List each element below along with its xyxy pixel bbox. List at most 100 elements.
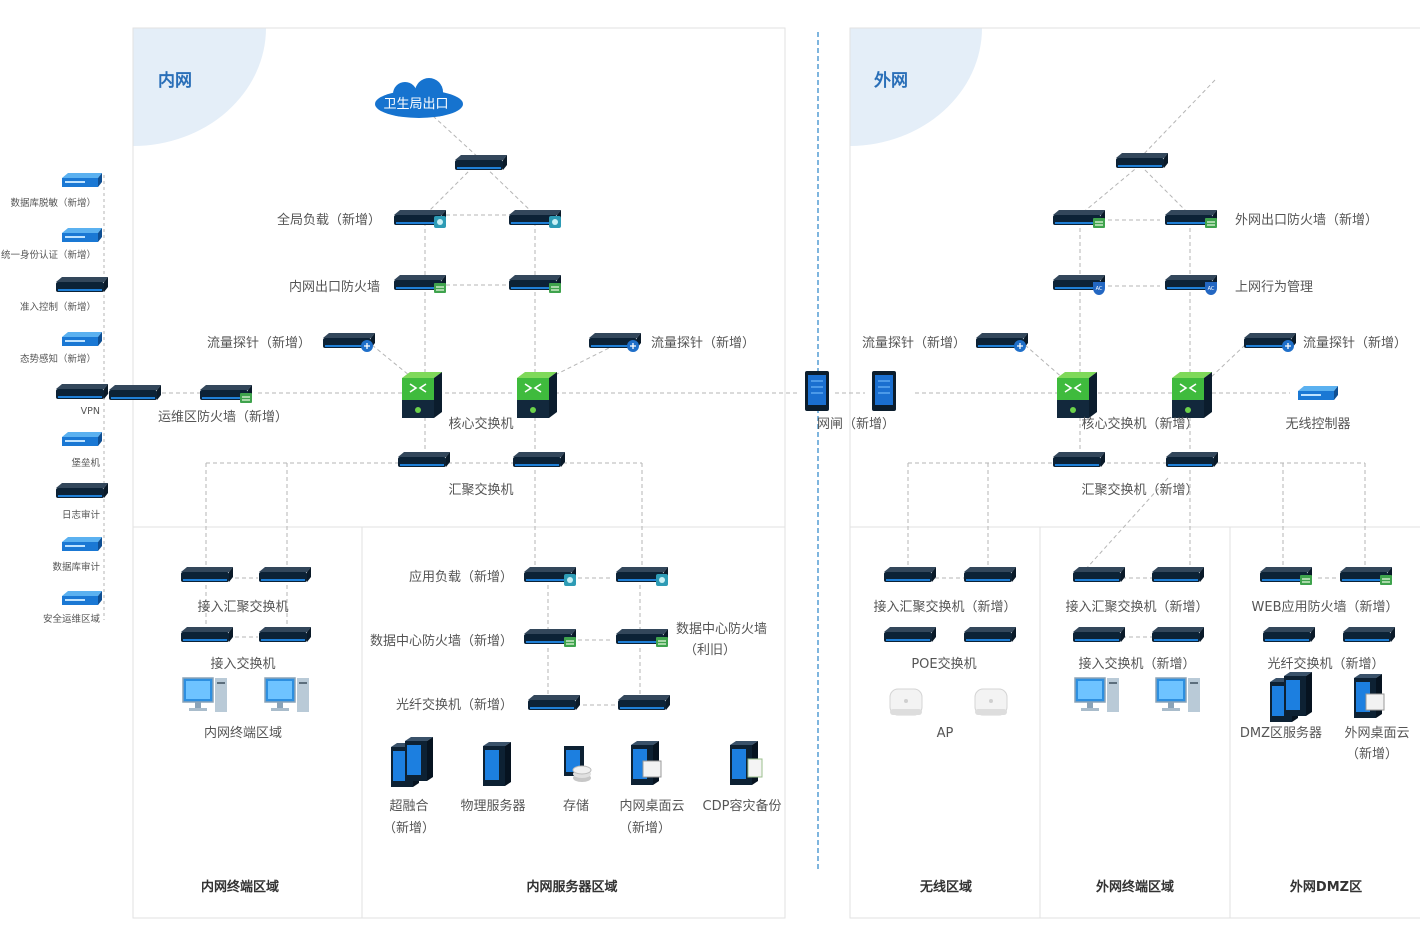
extranet-vdi-icon [1354,674,1385,718]
extranet-probe-left-label: 流量探针（新增） [862,335,966,351]
dmz-server-icon [1270,672,1312,722]
extranet-exit-router-icon [1116,153,1168,168]
physical-server-icon [483,742,511,786]
sec-label-5: 堡垒机 [71,457,100,469]
poe-switch-label: POE交换机 [911,656,976,672]
fiber-label: 光纤交换机（新增） [396,697,513,713]
intranet-agg-label: 汇聚交换机 [448,482,513,498]
behavior-mgmt-label: 上网行为管理 [1235,280,1313,295]
extranet-pc-icon-2 [1155,677,1201,713]
extranet-core-switch-icon-1 [1056,371,1098,419]
wireless-access-agg-icon-2 [964,567,1016,582]
intranet-core-switch-icon-2 [516,371,558,419]
intranet-access-agg-icon-2 [259,567,311,582]
intranet-access-agg-icon-1 [181,567,233,582]
hci-label-2: （新增） [383,820,435,836]
extranet-exit-fw-label: 外网出口防火墙（新增） [1235,212,1378,228]
extranet-vdi-label-2: （新增） [1346,746,1398,762]
wireless-controller-icon [1298,386,1338,400]
zone-extranet-dmz: 外网DMZ区 [1289,879,1362,895]
intranet-pc-icon-1 [182,677,228,713]
zone-intranet-terminal: 内网终端区域 [201,879,279,895]
intranet-vdi-label-1: 内网桌面云 [619,798,684,814]
extranet-pc-icon-1 [1074,677,1120,713]
zone-extranet-terminal: 外网终端区域 [1095,879,1174,895]
gateway-icon-1 [804,370,830,412]
sec-label-7: 数据库审计 [52,561,100,573]
extranet-core-switch-icon-2 [1171,371,1213,419]
storage-icon [563,745,592,783]
ops-fw-label: 运维区防火墙（新增） [158,409,288,425]
cloud-label: 卫生局出口 [383,97,448,112]
extranet-access-label: 接入交换机（新增） [1078,656,1195,672]
intranet-access-label: 接入交换机 [210,656,275,672]
waf-label: WEB应用防火墙（新增） [1252,599,1399,615]
cloud-icon [375,78,463,118]
wireless-access-agg-label: 接入汇聚交换机（新增） [873,599,1016,615]
intranet-vdi-label-2: （新增） [619,820,671,836]
extranet-vdi-label-1: 外网桌面云 [1344,726,1409,741]
intranet-agg-switch-icon-2 [513,452,565,467]
gateway-label: 网闸（新增） [817,416,895,432]
gateway-icon-2 [871,370,897,412]
dmz-server-label: DMZ区服务器 [1240,725,1322,741]
zone-wireless: 无线区域 [919,879,972,895]
fiber-switch-icon-1 [528,695,580,710]
dc-fw-old-label-2: （利旧） [684,643,736,658]
dc-fw-old-label-1: 数据中心防火墙 [676,621,767,637]
ap-icon-1 [889,688,923,716]
ops-area-switch-icon [109,385,161,400]
extranet-title: 外网 [874,70,908,91]
poe-switch-icon-2 [964,627,1016,642]
intranet-access-icon-1 [181,627,233,642]
cdp-label: CDP容灾备份 [703,798,782,814]
extranet-access-agg-label: 接入汇聚交换机（新增） [1065,599,1208,615]
intranet-agg-switch-icon-1 [398,452,450,467]
intranet-probe-right-label: 流量探针（新增） [651,335,755,351]
intranet-core-switch-icon-1 [401,371,443,419]
intranet-vdi-icon [631,741,662,785]
intranet-probe-left-label: 流量探针（新增） [207,335,311,351]
extranet-agg-switch-icon-1 [1053,452,1105,467]
app-lb-label: 应用负载（新增） [409,569,513,585]
intranet-core-label: 核心交换机 [448,416,513,432]
extranet-core-label: 核心交换机（新增） [1081,416,1198,432]
wlc-label: 无线控制器 [1285,417,1350,432]
poe-switch-icon-1 [884,627,936,642]
intranet-access-icon-2 [259,627,311,642]
cdp-icon [730,741,763,785]
fiber-switch-icon-2 [618,695,670,710]
intranet-exit-fw-label: 内网出口防火墙 [289,279,380,295]
hci-label-1: 超融合 [389,799,428,814]
sec-label-2: 准入控制（新增） [20,301,96,313]
sec-label-3: 态势感知（新增） [20,353,96,365]
extranet-probe-right-label: 流量探针（新增） [1303,335,1407,351]
ap-icon-2 [974,688,1008,716]
dmz-fiber-switch-icon-2 [1343,627,1395,642]
dc-fw-label: 数据中心防火墙（新增） [370,633,513,649]
extranet-agg-switch-icon-2 [1166,452,1218,467]
intranet-title: 内网 [158,70,192,91]
hci-icon [391,737,433,787]
storage-label: 存储 [563,799,589,814]
intranet-exit-router-icon [455,155,507,170]
intranet-terminals-label: 内网终端区域 [204,725,282,741]
dmz-fiber-label: 光纤交换机（新增） [1267,656,1384,672]
sec-label-6: 日志审计 [62,509,101,521]
global-lb-label: 全局负载（新增） [277,212,381,228]
physical-server-label: 物理服务器 [460,798,525,814]
extranet-agg-label: 汇聚交换机（新增） [1081,482,1198,498]
extranet-access-icon-2 [1152,627,1204,642]
wireless-access-agg-icon-1 [884,567,936,582]
sec-label-0: 数据库脱敏（新增） [10,197,96,209]
sec-label-1: 统一身份认证（新增） [1,249,96,261]
extranet-access-agg-icon-2 [1152,567,1204,582]
intranet-pc-icon-2 [264,677,310,713]
security-device-icons [56,173,108,605]
sec-label-8: 安全运维区域 [43,613,101,625]
zone-intranet-server: 内网服务器区域 [526,879,617,895]
extranet-access-icon-1 [1073,627,1125,642]
intranet-access-agg-label: 接入汇聚交换机 [197,599,288,615]
extranet-access-agg-icon-1 [1073,567,1125,582]
